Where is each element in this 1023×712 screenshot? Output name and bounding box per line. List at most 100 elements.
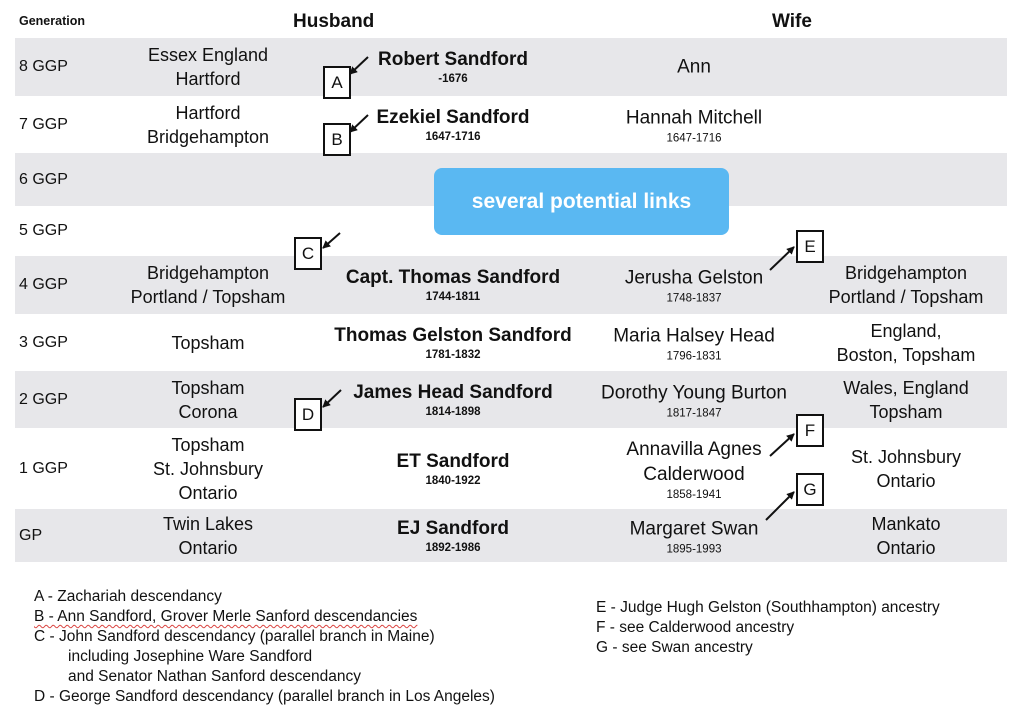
wife-places: England, Boston, Topsham — [837, 319, 976, 367]
place-line: Hartford — [175, 69, 241, 89]
generation-label: 8 GGP — [19, 58, 68, 75]
wife-name: Dorothy Young Burton — [601, 382, 787, 403]
husband-name: Robert Sandford — [378, 49, 528, 70]
legend-left: A - Zachariah descendancy B - Ann Sandfo… — [34, 587, 495, 707]
husband-dates: -1676 — [438, 73, 468, 85]
generation-row — [15, 256, 1007, 314]
husband-name: EJ Sandford — [397, 517, 509, 539]
place-line: Twin Lakes — [162, 513, 254, 534]
generation-label: 1 GGP — [19, 459, 68, 477]
legend-item-c-line3: and Senator Nathan Sanford descendancy — [68, 668, 361, 685]
place-line: Wales, England — [843, 377, 969, 398]
legend-item-b: B - Ann Sandford, Grover Merle Sanford d… — [34, 607, 495, 627]
marker-e: E — [796, 230, 824, 263]
husband-name: Ezekiel Sandford — [376, 106, 530, 128]
place-line: Ontario — [178, 482, 238, 503]
legend-item-f: F - see Calderwood ancestry — [596, 619, 795, 636]
generation-header: Generation — [19, 14, 85, 28]
place-line: Ontario — [876, 470, 936, 491]
wife-entry: Ann — [677, 55, 711, 80]
legend-item-c: C - John Sandford descendancy (parallel … — [34, 628, 435, 645]
legend-item-b-text: B - Ann Sandford, Grover Merle Sanford d… — [34, 608, 418, 625]
place-line: Portland / Topsham — [130, 287, 286, 307]
place-line: Topsham — [869, 401, 943, 422]
generation-label: 6 GGP — [19, 170, 68, 188]
husband-entry: EJ Sandford 1892-1986 — [397, 518, 509, 554]
wife-dates: 1858-1941 — [666, 488, 722, 501]
husband-entry: Robert Sandford -1676 — [378, 49, 528, 85]
legend-item-c-line2: including Josephine Ware Sandford — [68, 648, 313, 665]
place-line: Topsham — [171, 377, 245, 398]
legend-right: E - Judge Hugh Gelston (Southhampton) an… — [596, 598, 940, 658]
husband-dates: 1814-1898 — [425, 405, 481, 418]
banner-several-potential-links: several potential links — [434, 168, 729, 235]
place-line: Portland / Topsham — [828, 287, 984, 307]
place-line: Bridgehampton — [146, 126, 270, 147]
generation-row — [15, 38, 1007, 96]
husband-places: Topsham — [171, 331, 244, 355]
marker-a: A — [323, 66, 351, 99]
place-line: St. Johnsbury — [152, 458, 264, 479]
wife-dates: 1748-1837 — [666, 292, 722, 305]
husband-entry: James Head Sandford 1814-1898 — [353, 382, 553, 418]
wife-name: Margaret Swan — [629, 518, 759, 539]
marker-g: G — [796, 473, 824, 506]
wife-name: Jerusha Gelston — [624, 267, 764, 289]
place-line: Essex England — [147, 45, 269, 65]
wife-entry: Maria Halsey Head 1796-1831 — [613, 323, 775, 362]
legend-item-e: E - Judge Hugh Gelston (Southhampton) an… — [596, 599, 940, 616]
place-line: Topsham — [171, 434, 245, 455]
wife-name: Hannah Mitchell — [625, 107, 763, 128]
marker-f: F — [796, 414, 824, 447]
place-line: Boston, Topsham — [836, 344, 976, 365]
place-line: Bridgehampton — [146, 263, 270, 283]
generation-label: 2 GGP — [19, 390, 68, 408]
legend-item-g: G - see Swan ancestry — [596, 639, 753, 656]
generation-label: 7 GGP — [19, 115, 68, 133]
generation-row — [15, 509, 1007, 562]
place-line: St. Johnsbury — [850, 446, 962, 467]
place-line: Mankato — [871, 513, 941, 534]
husband-header: Husband — [293, 11, 375, 32]
generation-label: 4 GGP — [19, 276, 68, 293]
husband-dates: 1840-1922 — [425, 474, 481, 487]
husband-dates: 1892-1986 — [425, 541, 481, 554]
arrow-d — [322, 389, 342, 408]
arrow-g — [765, 491, 795, 521]
husband-name: James Head Sandford — [353, 381, 553, 403]
legend-item-a: A - Zachariah descendancy — [34, 588, 222, 605]
arrow-e — [769, 246, 795, 271]
husband-name: ET Sandford — [396, 450, 510, 472]
wife-name: Maria Halsey Head — [613, 325, 775, 346]
generation-label: GP — [19, 526, 43, 544]
wife-name: Ann — [677, 56, 711, 78]
place-line: Ontario — [178, 537, 238, 558]
husband-dates: 1781-1832 — [425, 348, 481, 361]
place-line: Ontario — [876, 537, 936, 558]
place-line: England, — [870, 320, 942, 341]
wife-header: Wife — [772, 11, 812, 32]
place-line: Bridgehampton — [844, 263, 968, 283]
arrow-a — [349, 56, 369, 75]
legend-item-d: D - George Sandford descendancy (paralle… — [34, 688, 495, 705]
wife-name: Calderwood — [643, 463, 745, 485]
marker-d: D — [294, 398, 322, 431]
wife-dates: 1796-1831 — [666, 350, 722, 362]
arrow-c — [322, 232, 341, 249]
